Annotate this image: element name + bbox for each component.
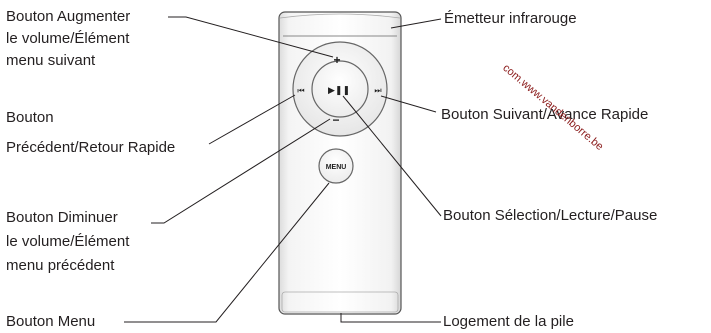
plus-icon: + [333, 53, 340, 67]
label-volume-up-line-1: Bouton Augmenter [6, 8, 131, 25]
play-pause-icon: ▶❚❚ [328, 85, 350, 96]
label-previous-line-1: Bouton [6, 109, 54, 126]
label-menu-button: Bouton Menu [6, 311, 95, 333]
label-select: Bouton Sélection/Lecture/Pause [443, 205, 657, 227]
leader-volume-down [151, 118, 331, 224]
label-battery: Logement de la pile [443, 311, 574, 333]
label-volume-down-line-2: le volume/Élément [6, 233, 130, 250]
label-volume-up-line-2: le volume/Élément [6, 30, 130, 47]
minus-icon: − [332, 113, 339, 127]
click-wheel [292, 41, 388, 137]
label-volume-up-line-3: menu suivant [6, 52, 96, 69]
label-ir-emitter: Émetteur infrarouge [444, 8, 577, 30]
label-battery-line-1: Logement de la pile [443, 313, 574, 330]
label-select-line-1: Bouton Sélection/Lecture/Pause [443, 207, 658, 224]
leader-battery [340, 313, 441, 323]
label-volume-up: Bouton Augmenter le volume/Élément menu … [6, 6, 130, 72]
label-next-line-1: Bouton Suivant/Avance Rapide [441, 106, 649, 123]
leader-lines [124, 16, 442, 323]
label-next: Bouton Suivant/Avance Rapide [441, 104, 648, 126]
menu-button-shape [318, 148, 354, 184]
leader-previous [208, 94, 296, 145]
label-menu-button-line-1: Bouton Menu [6, 313, 96, 330]
leader-volume-up [168, 16, 334, 58]
label-volume-down-line-3: menu précédent [6, 257, 115, 274]
label-previous-line-2: Précédent/Retour Rapide [6, 139, 176, 156]
label-ir-emitter-line-1: Émetteur infrarouge [444, 10, 577, 27]
next-icon: ⏭ [374, 86, 381, 95]
previous-icon: ⏮ [297, 86, 304, 95]
leader-menu [124, 182, 330, 323]
leader-next [380, 95, 437, 113]
menu-button-label: MENU [326, 164, 347, 171]
label-volume-down: Bouton Diminuer le volume/Élément menu p… [6, 206, 129, 278]
leader-select [342, 95, 442, 217]
leader-ir-emitter [390, 18, 442, 29]
label-volume-down-line-1: Bouton Diminuer [6, 209, 118, 226]
label-previous: Bouton Précédent/Retour Rapide [6, 103, 175, 163]
